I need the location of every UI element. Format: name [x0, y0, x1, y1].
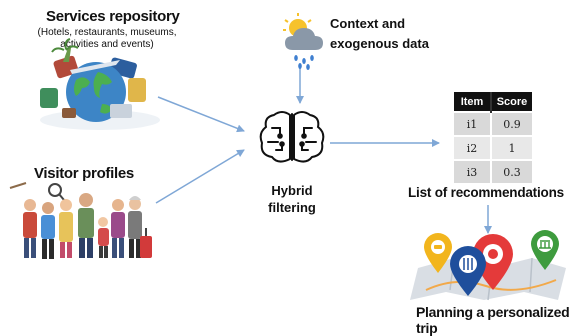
- map-pins-icon: [410, 230, 566, 301]
- item-cell: i2: [454, 135, 491, 160]
- people-group-icon: [9, 182, 152, 259]
- arrow-visitors-to-filter: [155, 149, 245, 204]
- globe-icon: [40, 38, 160, 130]
- arrow-services-to-filter: [157, 96, 245, 133]
- column-header-score: Score: [490, 92, 532, 112]
- table-header-row: Item Score: [454, 92, 532, 112]
- services-repository-title: Services repository: [46, 8, 180, 25]
- table-row: i2 1: [454, 135, 532, 160]
- context-title-line2: exogenous data: [330, 36, 429, 51]
- score-cell: 1: [490, 135, 532, 160]
- weather-cloud-icon: [283, 13, 323, 70]
- brain-icon: [259, 111, 325, 163]
- item-cell: i1: [454, 111, 491, 136]
- recommendations-table: Item Score i1 0.9 i2 1 i3 0.3: [454, 92, 532, 183]
- hybrid-title-line1: Hybrid: [271, 183, 313, 198]
- column-header-item: Item: [454, 92, 491, 112]
- table-row: i1 0.9: [454, 111, 532, 136]
- visitor-profiles-title: Visitor profiles: [34, 165, 134, 182]
- context-title-line1: Context and: [330, 16, 406, 31]
- services-repository-subtitle: (Hotels, restaurants, museums, activitie…: [37, 27, 177, 50]
- hybrid-filtering-title: Hybrid filtering: [256, 182, 328, 216]
- item-cell: i3: [454, 159, 491, 183]
- score-cell: 0.9: [490, 111, 532, 136]
- hybrid-title-line2: filtering: [268, 200, 316, 215]
- table-row: i3 0.3: [454, 159, 532, 183]
- recommendations-title: List of recommendations: [408, 185, 564, 200]
- diagram-graphics: [9, 13, 566, 301]
- context-title: Context and exogenous data: [330, 14, 450, 54]
- score-cell: 0.3: [490, 159, 532, 183]
